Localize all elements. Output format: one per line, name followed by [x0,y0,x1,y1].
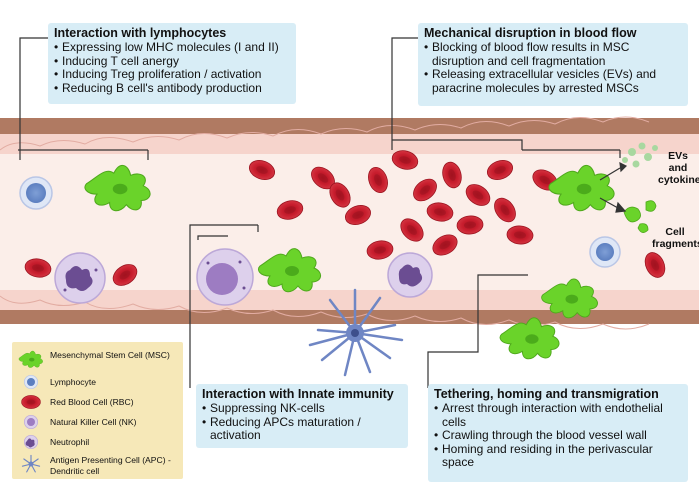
innate-immunity-title: Interaction with Innate immunity [202,387,394,401]
legend: Mesenchymal Stem Cell (MSC) Lymphocyte R… [12,342,183,479]
lymphocyte-cells [19,176,621,268]
lymphocyte-icon [24,375,38,389]
tethering-homing-title: Tethering, homing and transmigration [434,387,659,401]
innate-immunity-box: Interaction with Innate immunity Suppres… [196,384,408,448]
upper-endothelium [0,134,699,154]
tethering-homing-list: Arrest through interaction with endothel… [434,401,682,470]
apc-icon [21,454,41,473]
lymphocyte-interaction-box: Interaction with lymphocytes Expressing … [48,23,296,104]
legend-item-rbc: Red Blood Cell (RBC) [12,394,183,412]
connector-lines [18,37,621,388]
legend-item-neutrophil: Neutrophil [12,434,183,452]
legend-label: Natural Killer Cell (NK) [50,417,137,427]
list-item: Crawling through the blood vessel wall [434,429,682,443]
mechanical-disruption-list: Blocking of blood flow results in MSC di… [424,40,682,95]
list-item: Expressing low MHC molecules (I and II) [54,40,290,55]
legend-label: Antigen Presenting Cell (APC) - Dendriti… [50,455,171,476]
list-item: Inducing Treg proliferation / activation [54,68,290,82]
list-item: Inducing T cell anergy [54,54,290,69]
apc-dendritic-cell [308,288,404,377]
neutrophil-icon [24,435,38,449]
neutrophil-cells [54,252,433,304]
mechanical-disruption-title: Mechanical disruption in blood flow [424,26,637,40]
innate-immunity-list: Suppressing NK-cells Reducing APCs matur… [202,401,402,443]
legend-item-nk: Natural Killer Cell (NK) [12,414,183,432]
msc-icon [18,350,43,368]
cell-fragments-label: Cell fragments [652,226,699,250]
legend-item-msc: Mesenchymal Stem Cell (MSC) [12,348,183,372]
nk-icon [24,415,38,429]
rbc-icon [21,395,41,409]
upper-vessel-wall [0,118,699,134]
legend-label: Mesenchymal Stem Cell (MSC) [50,350,170,360]
tethering-homing-box: Tethering, homing and transmigration Arr… [428,384,688,482]
evs-cytokines-label: EVs and cytokines [658,150,699,186]
release-arrows [599,161,628,213]
lymphocyte-interaction-list: Expressing low MHC molecules (I and II) … [54,40,290,96]
list-item: Reducing APCs maturation / activation [202,415,402,443]
lymphocyte-interaction-title: Interaction with lymphocytes [54,26,227,40]
extracellular-vesicles [622,142,658,168]
legend-label: Lymphocyte [50,377,97,387]
legend-label: Neutrophil [50,437,90,447]
cell-fragments [623,200,657,233]
list-item: Reducing B cell's antibody production [54,81,290,96]
legend-label: Red Blood Cell (RBC) [50,397,134,407]
legend-item-apc: Antigen Presenting Cell (APC) - Dendriti… [12,454,183,478]
mechanical-disruption-box: Mechanical disruption in blood flow Bloc… [418,23,688,106]
legend-item-lymphocyte: Lymphocyte [12,374,183,392]
list-item: Suppressing NK-cells [202,401,402,416]
list-item: Arrest through interaction with endothel… [434,401,682,429]
list-item: Homing and residing in the perivascular … [434,442,682,470]
nk-cell [196,248,254,306]
lower-endothelium [0,290,699,310]
list-item: Releasing extracellular vesicles (EVs) a… [424,67,682,95]
list-item: Blocking of blood flow results in MSC di… [424,40,682,68]
